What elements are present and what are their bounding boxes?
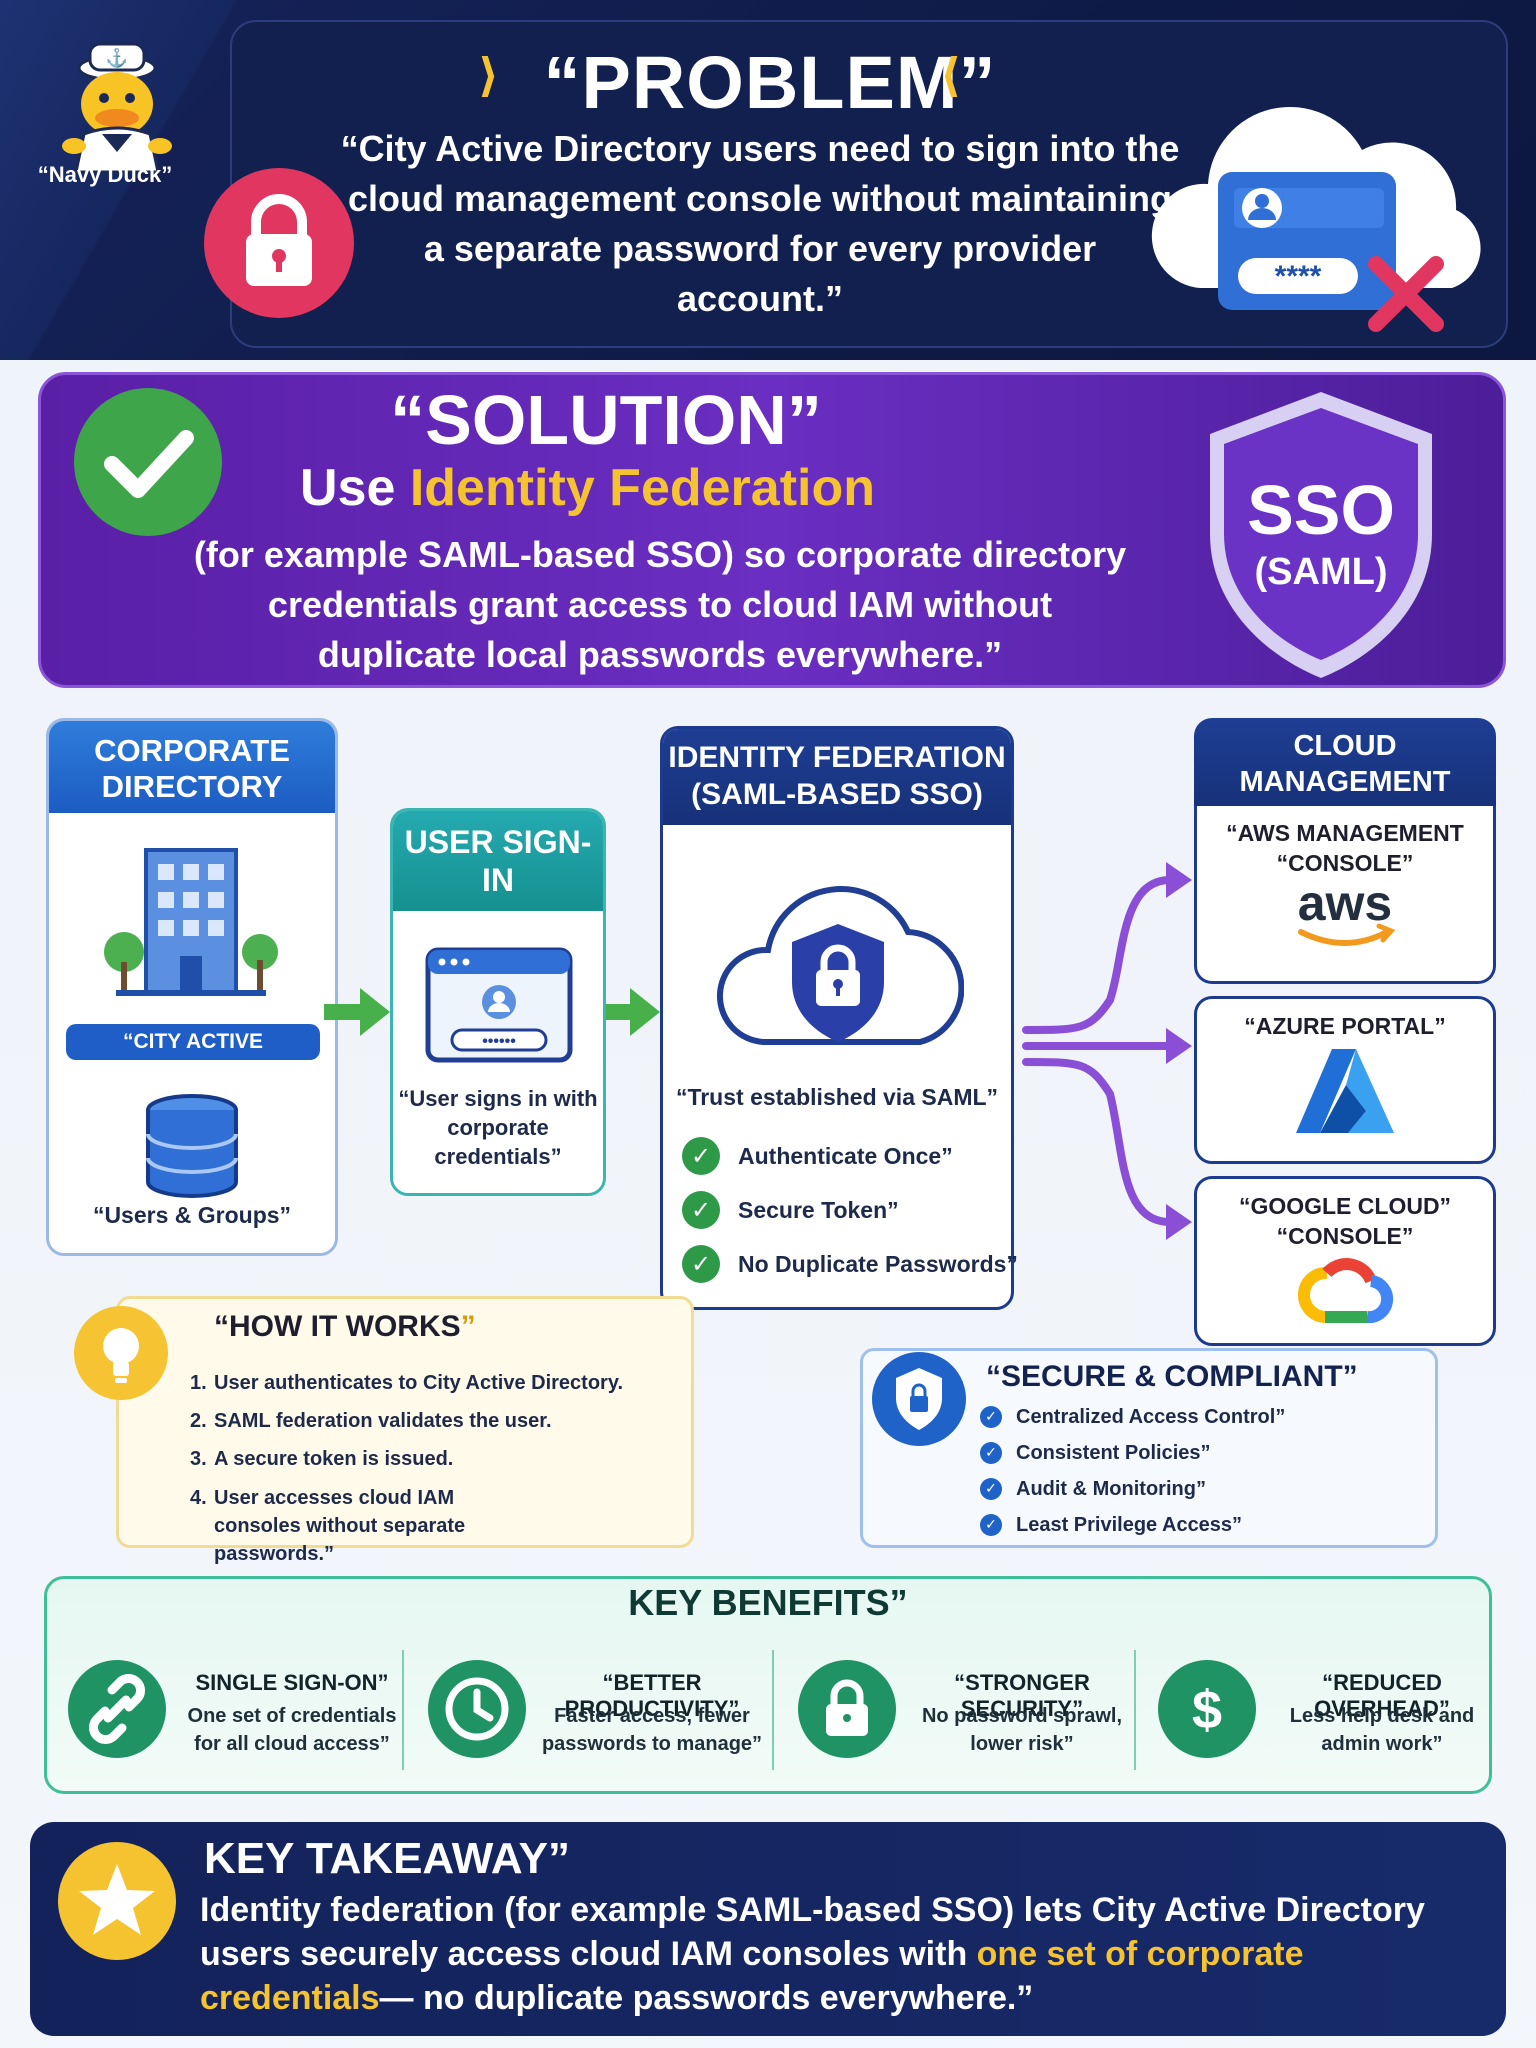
users-groups-caption: “Users & Groups” (92, 1202, 292, 1228)
benefit-title: “REDUCED OVERHEAD” (1314, 1670, 1450, 1721)
shield-saml-text: (SAML) (1255, 551, 1388, 593)
google-cloud-console-card: “GOOGLE CLOUD” “CONSOLE” (1194, 1176, 1496, 1346)
check-icon: ✓ (980, 1514, 1002, 1536)
google-cloud-label: “GOOGLE CLOUD” “CONSOLE” (1238, 1193, 1452, 1249)
secure-item: ✓Consistent Policies” (980, 1438, 1211, 1468)
problem-text: “City Active Directory users need to sig… (340, 128, 1180, 319)
azure-portal-card: “AZURE PORTAL” (1194, 996, 1496, 1164)
aws-console-card: “AWS MANAGEMENT “CONSOLE” aws (1194, 806, 1496, 984)
checkmark-icon (74, 388, 222, 536)
arrow-right-icon (324, 988, 390, 1036)
benefit-stronger-security: “STRONGER SECURITY” No password sprawl, … (780, 1656, 1140, 1776)
key-takeaway-text: Identity federation (for example SAML-ba… (200, 1891, 1425, 2017)
check-icon: ✓ (980, 1442, 1002, 1464)
solution-subtitle-highlight: Identity Federation (409, 459, 875, 517)
secure-item: ✓Audit & Monitoring” (980, 1474, 1206, 1504)
check-item: ✓Secure Token” (682, 1190, 899, 1230)
solution-text: (for example SAML-based SSO) so corporat… (193, 534, 1127, 675)
navy-duck-mascot-icon: ⚓ (62, 42, 172, 174)
cloud-password-card-icon: **** (1151, 106, 1481, 332)
check-item: ✓No Duplicate Passwords” (682, 1244, 1018, 1284)
key-takeaway-panel (30, 1822, 1506, 2036)
benefit-title: “BETTER PRODUCTIVITY” (564, 1670, 740, 1721)
check-icon: ✓ (980, 1406, 1002, 1428)
aws-console-label: “AWS MANAGEMENT “CONSOLE” (1226, 820, 1464, 876)
password-mask-text: **** (1275, 260, 1322, 293)
mascot-label: “Navy Duck” (37, 162, 173, 187)
padlock-icon (204, 168, 354, 318)
building-icon (104, 848, 278, 996)
benefit-divider (772, 1650, 774, 1770)
aws-logo-icon: aws (1298, 875, 1396, 946)
secure-item: ✓Centralized Access Control” (980, 1402, 1285, 1432)
corporate-directory-title: CORPORATE DIRECTORY (49, 721, 335, 813)
benefit-desc: Faster access, fewer passwords to manage… (541, 1705, 763, 1755)
login-window-icon: •••••• (425, 947, 573, 1063)
how-step: 1.User authenticates to City Active Dire… (190, 1372, 624, 1394)
shield-sso-text: SSO (1247, 471, 1395, 549)
benefit-divider (402, 1650, 404, 1770)
benefit-divider (1134, 1650, 1136, 1770)
how-it-works-steps: 1.User authenticates to City Active Dire… (190, 1364, 680, 1568)
how-it-works-title-main: “HOW IT WORKS (214, 1310, 461, 1343)
sparkle-left-icon: ⟩ (478, 48, 500, 102)
how-it-works-title: “HOW IT WORKS” (214, 1310, 634, 1344)
sparkle-right-icon: ⟨ (940, 48, 962, 102)
svg-text:$: $ (1192, 1680, 1222, 1740)
key-benefits-panel (44, 1576, 1492, 1794)
link-icon (68, 1660, 166, 1758)
solution-subtitle-prefix: Use (300, 459, 410, 517)
benefit-single-sign-on: SINGLE SIGN-ON” One set of credentials f… (50, 1656, 410, 1776)
key-benefits-title: KEY BENEFITS” (628, 1582, 908, 1623)
key-takeaway-title: KEY TAKEAWAY” (204, 1834, 570, 1883)
azure-portal-label: “AZURE PORTAL” (1244, 1013, 1446, 1039)
google-cloud-logo-icon (1298, 1258, 1394, 1324)
user-password-mask: •••••• (482, 1033, 516, 1050)
star-icon (58, 1842, 176, 1960)
check-icon: ✓ (682, 1245, 720, 1283)
user-sign-in-title: USER SIGN-IN (393, 811, 603, 911)
benefit-title: SINGLE SIGN-ON” (195, 1670, 389, 1695)
how-step: 4.User accesses cloud IAM consoles witho… (190, 1487, 466, 1565)
aws-logo-text: aws (1298, 878, 1393, 931)
solution-title: “SOLUTION” (390, 381, 822, 459)
check-icon: ✓ (980, 1478, 1002, 1500)
how-it-works-title-quote: ” (460, 1310, 476, 1343)
check-icon: ✓ (682, 1137, 720, 1175)
clock-icon (428, 1660, 526, 1758)
cloud-consoles-title: CLOUD MANAGEMENT CONSOLES (IAM)” (1194, 718, 1496, 834)
key-takeaway-highlight: one set of corporate credentials (200, 1935, 1304, 2017)
identity-federation-title: IDENTITY FEDERATION (SAML-BASED SSO) (663, 729, 1011, 825)
azure-logo-icon (1296, 1049, 1394, 1133)
shield-lock-icon (872, 1352, 966, 1446)
svg-text:⚓: ⚓ (106, 47, 128, 68)
dollar-icon: $ (1158, 1660, 1256, 1758)
solution-subtitle: Use Identity Federation (300, 458, 960, 518)
check-item: ✓Authenticate Once” (682, 1136, 953, 1176)
how-it-works-panel (116, 1296, 694, 1548)
lock-icon (798, 1660, 896, 1758)
how-step: 2.SAML federation validates the user. (190, 1410, 552, 1432)
benefit-better-productivity: “BETTER PRODUCTIVITY” Faster access, few… (410, 1656, 770, 1776)
city-active-directory-pill: “CITY ACTIVE DIRECTORY” (66, 1024, 320, 1089)
fork-arrows-icon (1022, 862, 1192, 1240)
secure-item: ✓Least Privilege Access” (980, 1510, 1242, 1540)
check-icon: ✓ (682, 1191, 720, 1229)
benefit-desc: No password sprawl, lower risk” (921, 1705, 1123, 1755)
how-step: 3.A secure token is issued. (190, 1448, 454, 1470)
benefit-desc: One set of credentials for all cloud acc… (187, 1705, 397, 1755)
benefit-reduced-overhead: $ “REDUCED OVERHEAD” Less help desk and … (1140, 1656, 1500, 1776)
lightbulb-icon (74, 1306, 168, 1400)
benefit-title: “STRONGER SECURITY” (954, 1670, 1090, 1721)
benefit-desc: Less help desk and admin work” (1289, 1705, 1475, 1755)
database-icon (146, 1094, 238, 1198)
sso-shield-icon: SSO (SAML) (1210, 392, 1432, 678)
problem-title: “PROBLEM” (543, 41, 997, 124)
arrow-right-icon (594, 988, 660, 1036)
user-sign-in-caption: “User signs in with corporate credential… (398, 1086, 598, 1169)
cloud-shield-lock-icon (717, 886, 964, 1045)
trust-saml-caption: “Trust established via SAML” (675, 1084, 999, 1110)
secure-compliant-title: “SECURE & COMPLIANT” (986, 1360, 1358, 1393)
